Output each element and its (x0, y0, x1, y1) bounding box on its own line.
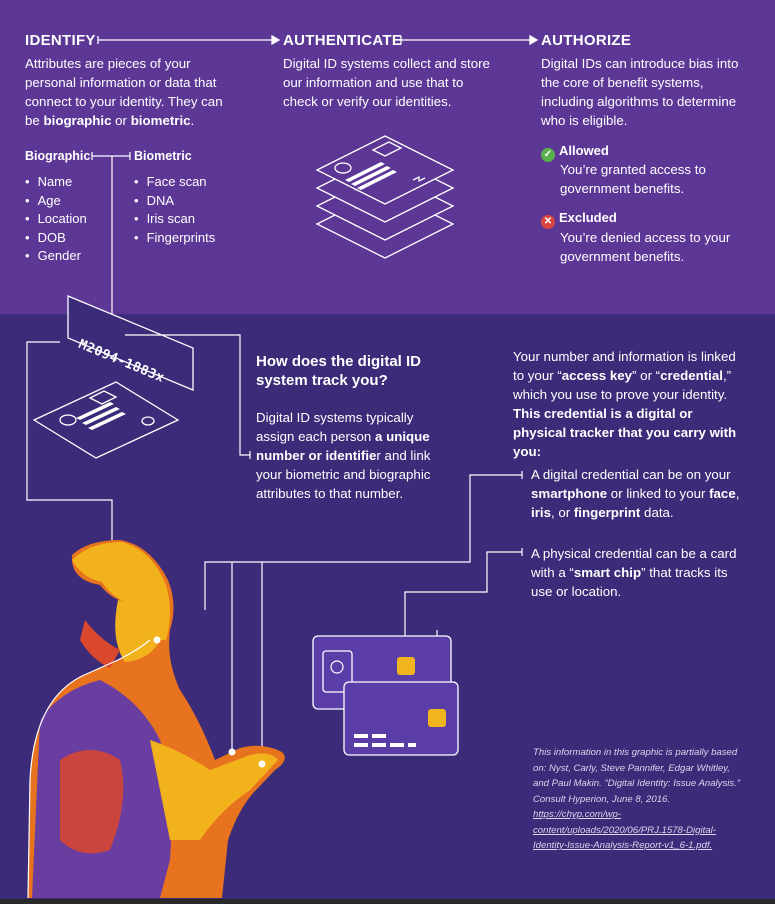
biographic-heading: Biographic (25, 149, 91, 163)
face-word: face (709, 486, 736, 501)
tracking-text-end: r and link your biometric and biographic… (256, 448, 431, 501)
identify-heading: IDENTIFY (25, 32, 96, 49)
arrow-right-icon (97, 34, 281, 46)
authorize-heading: AUTHORIZE (541, 32, 632, 49)
excluded-body: You’re denied access to your government … (560, 230, 731, 264)
digital-credential-text: A digital credential can be on your smar… (531, 465, 746, 522)
intro-text: Your number and information is linked to… (513, 349, 736, 383)
or-word: or (111, 113, 131, 128)
physical-text: A physical credential can be a card with… (531, 546, 737, 580)
checkmark-icon: ✓ (541, 148, 555, 162)
period: . (190, 113, 195, 128)
smart-chip-icon (428, 709, 446, 727)
biographic-list: Name Age Location DOB Gender (25, 173, 87, 266)
credential-word: credential (660, 368, 723, 383)
id-number-strip (67, 295, 194, 391)
digital-text: or linked to your (607, 486, 710, 501)
tracking-question: How does the digital ID system track you… (256, 353, 422, 389)
identify-body-text: Attributes are pieces of your personal i… (25, 56, 223, 128)
source-link[interactable]: https://chyp.com/wp-content/uploads/2020… (533, 809, 716, 851)
tracking-text: Digital ID systems typically assign each… (256, 410, 414, 444)
portrait-icon (88, 390, 118, 405)
allowed-block: ✓ Allowed (541, 143, 609, 162)
authorize-body: Digital IDs can introduce bias into the … (541, 56, 739, 128)
portrait-icon (371, 141, 403, 157)
authenticate-body: Digital ID systems collect and store our… (283, 56, 490, 109)
intro-text: ” or “ (632, 368, 661, 383)
allowed-body: You’re granted access to government bene… (560, 162, 706, 196)
smart-chip-word: smart chip (573, 565, 642, 580)
physical-credential-text: A physical credential can be a card with… (531, 544, 746, 601)
list-item: Name (25, 173, 87, 192)
allowed-title: Allowed (559, 143, 609, 158)
digital-text: , (735, 486, 740, 501)
fingerprint-icon (59, 414, 77, 426)
intro-bold: This credential is a digital or physical… (513, 406, 737, 459)
tracking-body: Digital ID systems typically assign each… (256, 408, 441, 503)
tracking-bold: a unique number or identifie (256, 429, 430, 463)
fingerprint-word: fingerprint (573, 505, 641, 520)
biometric-heading: Biometric (134, 149, 192, 163)
excluded-title: Excluded (559, 210, 617, 225)
arrow-right-icon (400, 34, 539, 46)
authenticate-heading: AUTHENTICATE (283, 32, 403, 49)
list-item: Gender (25, 247, 87, 266)
list-item: Age (25, 192, 87, 211)
biographic-word: biographic (43, 113, 112, 128)
person-with-phone-illustration (27, 540, 285, 899)
portrait-icon (322, 650, 353, 693)
list-item: DNA (134, 192, 215, 211)
source-text: This information in this graphic is part… (533, 747, 741, 805)
id-card-stack-icon (315, 135, 455, 259)
fingerprint-icon (334, 162, 352, 174)
id-card-icon (32, 381, 180, 459)
excluded-block: ✕ Excluded (541, 210, 617, 229)
list-item: Iris scan (134, 210, 215, 229)
x-mark-icon: ✕ (541, 215, 555, 229)
biometric-word: biometric (130, 113, 191, 128)
digital-text: , or (550, 505, 574, 520)
identify-body: Attributes are pieces of your personal i… (25, 54, 240, 130)
bottom-bar (0, 899, 775, 904)
digital-text: A digital credential can be on your (531, 467, 731, 482)
smart-chip-icon (397, 657, 415, 675)
access-key-word: access key (561, 368, 633, 383)
smart-card-front-icon (343, 681, 459, 756)
smartphone-word: smartphone (531, 486, 608, 501)
credential-intro: Your number and information is linked to… (513, 347, 748, 461)
iris-word: iris (531, 505, 551, 520)
digital-text: data. (640, 505, 674, 520)
list-item: Face scan (134, 173, 215, 192)
list-item: DOB (25, 229, 87, 248)
biometric-list: Face scan DNA Iris scan Fingerprints (134, 173, 216, 248)
intro-text: ,” which you use to prove your identity. (513, 368, 732, 402)
physical-text: ” that tracks its use or location. (531, 565, 728, 599)
list-item: Location (25, 210, 87, 229)
list-item: Fingerprints (134, 229, 216, 248)
source-citation: This information in this graphic is part… (533, 745, 743, 854)
